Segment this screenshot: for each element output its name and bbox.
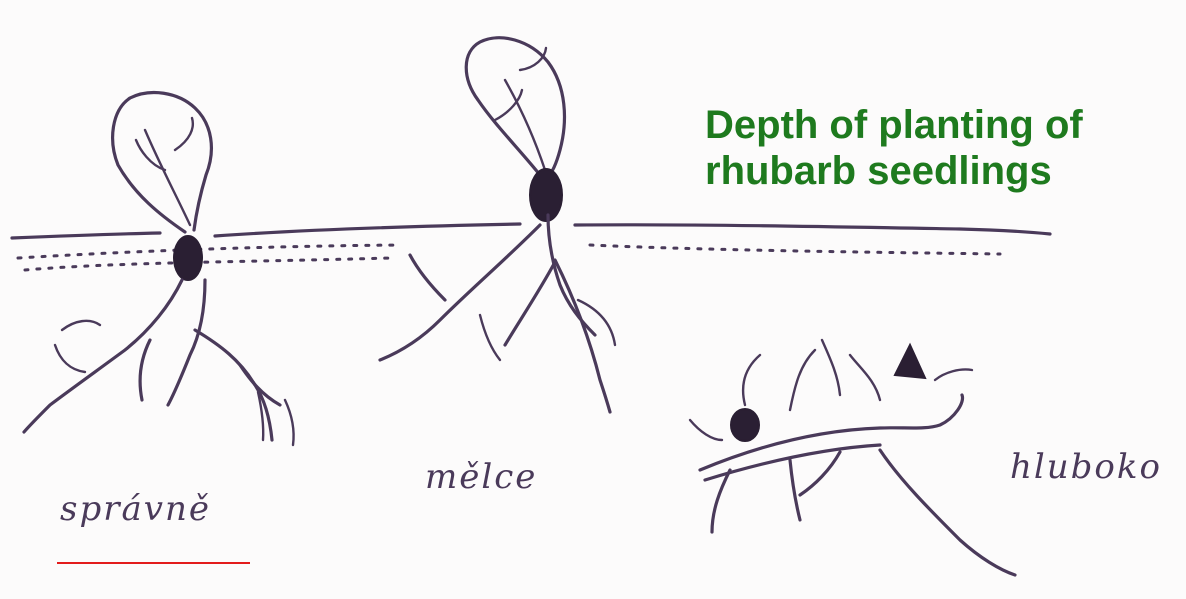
red-underline	[57, 562, 250, 564]
plant-deep	[690, 340, 1015, 575]
label-correct: správně	[60, 489, 211, 529]
plant-correct	[24, 93, 294, 445]
label-deep: hluboko	[1010, 447, 1162, 487]
diagram-title: Depth of planting of rhubarb seedlings	[705, 102, 1125, 194]
soil-surface	[12, 224, 1050, 270]
label-shallow: mělce	[425, 457, 537, 497]
